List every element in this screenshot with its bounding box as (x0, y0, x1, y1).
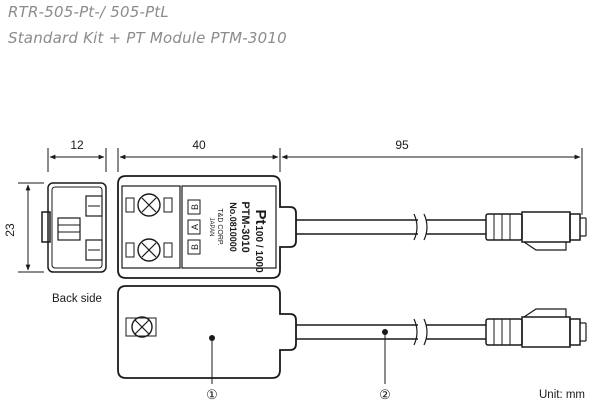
module-label: Pt 100 / 1000 PTM-3010 No.0810000 T&D CO… (208, 201, 269, 273)
terminal-a: A (190, 224, 200, 230)
dimension-23: 23 (3, 223, 17, 237)
module-label-pt: Pt (252, 210, 269, 225)
module-label-maker: T&D CORP. (216, 208, 223, 245)
dimension-lines (18, 148, 583, 273)
terminal-b-top: B (190, 204, 200, 210)
module-front-view (117, 175, 297, 279)
rj-plug-bottom (485, 308, 587, 348)
module-label-serial: No.0810000 (228, 202, 238, 252)
dimension-95: 95 (395, 138, 409, 152)
dimension-40: 40 (192, 138, 206, 152)
unit-label: Unit: mm (539, 389, 585, 401)
callout-2: ② (379, 387, 391, 402)
cable-bottom (296, 318, 486, 346)
cable-top (296, 213, 486, 241)
back-side-label: Back side (52, 293, 102, 305)
module-label-range: 100 / 1000 (253, 225, 264, 273)
module-label-model: PTM-3010 (239, 201, 251, 252)
diagram-title: RTR-505-Pt-/ 505-PtL (8, 3, 169, 21)
module-back-view (117, 285, 297, 379)
connector-side-view (41, 182, 107, 273)
diagram-subtitle: Standard Kit + PT Module PTM-3010 (8, 29, 287, 47)
module-label-country: JAPAN (208, 218, 214, 237)
dimension-12: 12 (70, 138, 84, 152)
callout-1: ① (206, 387, 218, 402)
terminal-b-bottom: B (190, 244, 200, 250)
rj-plug-top (485, 211, 587, 251)
